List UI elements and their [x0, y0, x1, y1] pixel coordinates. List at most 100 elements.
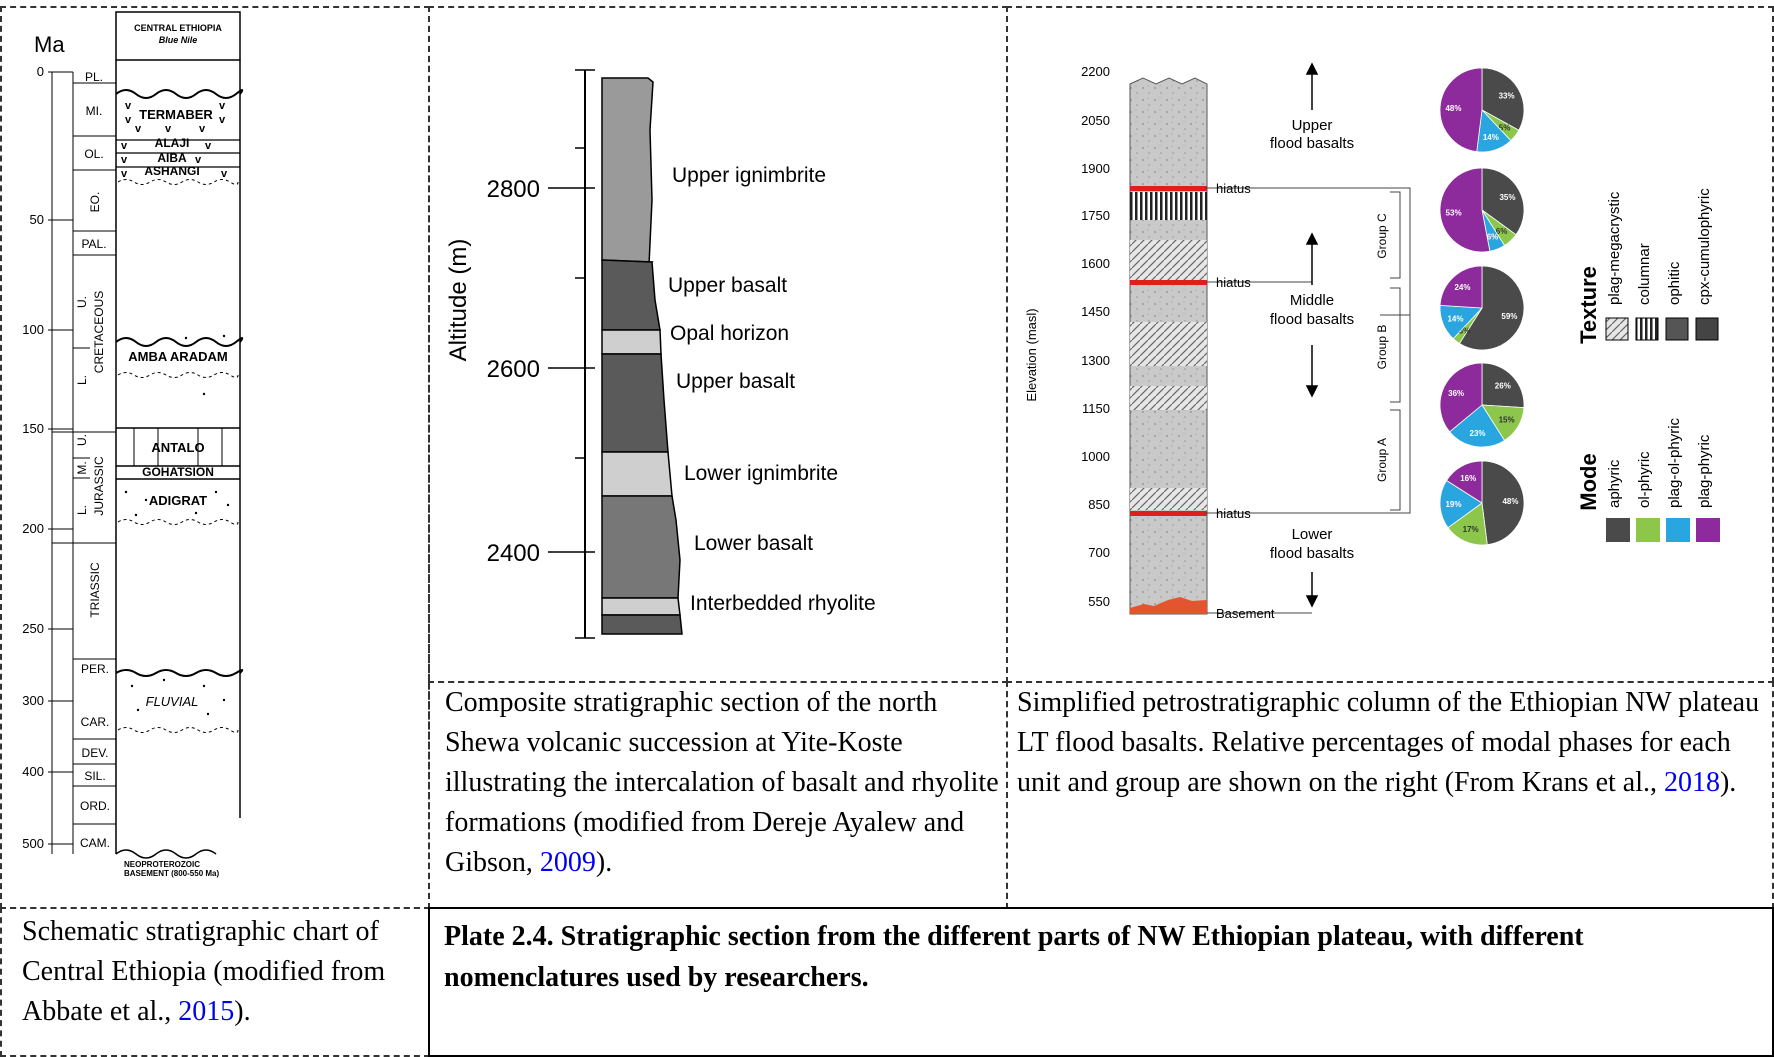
pie-slice: [1439, 362, 1483, 433]
tick-2400: 2400: [487, 540, 540, 567]
mode-pie-4: 26%15%23%36%: [1439, 362, 1525, 448]
svg-text:ALAJI: ALAJI: [155, 136, 190, 150]
svg-text:150: 150: [22, 421, 44, 436]
svg-text:GOHATSION: GOHATSION: [142, 465, 214, 479]
upper-basalts-label-2: flood basalts: [1270, 135, 1354, 152]
lower-basalts-label-2: flood basalts: [1270, 545, 1354, 562]
tick-2600: 2600: [487, 356, 540, 383]
svg-text:L.: L.: [75, 375, 89, 385]
svg-text:FLUVIAL: FLUVIAL: [146, 694, 199, 709]
pie-slice: [1481, 460, 1525, 546]
tick-2800: 2800: [487, 176, 540, 203]
svg-text:ol-phyric: ol-phyric: [1636, 451, 1653, 508]
svg-text:CAR.: CAR.: [81, 715, 110, 729]
pie-slice-label: 15%: [1499, 416, 1515, 425]
unit-upper-ignimbrite: Upper ignimbrite: [672, 164, 826, 187]
header-title: CENTRAL ETHIOPIA: [134, 23, 222, 33]
swatch-plag-phyric: [1696, 518, 1720, 542]
svg-text:2050: 2050: [1081, 113, 1110, 128]
swatch-columnar: [1635, 317, 1659, 341]
pie-slice-label: 19%: [1445, 500, 1461, 509]
svg-text:850: 850: [1088, 497, 1110, 512]
svg-text:1600: 1600: [1081, 256, 1110, 271]
swatch-cpx-cumulophyric: [1695, 317, 1719, 341]
svg-text:250: 250: [22, 621, 44, 636]
svg-text:aphyric: aphyric: [1606, 459, 1623, 508]
ma-label: Ma: [34, 32, 65, 57]
unit-lower-basalt: Lower basalt: [694, 532, 813, 555]
pie-slice: [1439, 67, 1483, 153]
svg-text:ADIGRAT: ADIGRAT: [149, 493, 207, 508]
pie-slice-label: 48%: [1445, 104, 1461, 113]
north-shewa-section: Altitude (m) 2800 2600 2400 Upper ignimb…: [445, 69, 876, 639]
swatch-ol-phyric: [1636, 518, 1660, 542]
caption-figure-3: Simplified petrostratigraphic column of …: [1017, 687, 1760, 798]
svg-text:DEV.: DEV.: [82, 746, 109, 760]
group-c-label: Group C: [1375, 213, 1389, 259]
period-labels: PL. MI. OL. EO. PAL. U. CRETACEOUS L. U.…: [75, 70, 110, 850]
texture-title: Texture: [1576, 266, 1601, 344]
pie-slice: [1481, 362, 1525, 409]
svg-text:200: 200: [22, 521, 44, 536]
svg-text:JURASSIC: JURASSIC: [92, 456, 106, 516]
svg-text:U.: U.: [75, 296, 89, 308]
svg-text:v: v: [125, 114, 132, 126]
mode-pie-2: 35%6%6%53%: [1439, 167, 1525, 253]
svg-text:1900: 1900: [1081, 161, 1110, 176]
pie-slice: [1481, 167, 1525, 236]
plate-title: Plate 2.4. Stratigraphic section from th…: [444, 921, 1584, 993]
svg-text:v: v: [165, 123, 172, 135]
layer-upper-ignimbrite: [601, 77, 654, 267]
svg-text:v: v: [199, 123, 206, 135]
citation-link-2009[interactable]: 2009: [539, 847, 596, 878]
pie-slice-label: 24%: [1454, 283, 1470, 292]
texture-legend: Texture plag-megacrystic columnar ophiti…: [1576, 188, 1719, 344]
svg-text:U.: U.: [75, 434, 89, 446]
svg-text:CAM.: CAM.: [80, 836, 110, 850]
layer-lower-ignimbrite: [601, 451, 673, 497]
layer-base: [601, 614, 683, 635]
svg-text:cpx-cumulophyric: cpx-cumulophyric: [1696, 188, 1713, 305]
mode-pie-5: 48%17%19%16%: [1439, 460, 1525, 546]
pie-slice-label: 36%: [1448, 389, 1464, 398]
svg-text:1750: 1750: [1081, 208, 1110, 223]
svg-text:300: 300: [22, 693, 44, 708]
svg-text:v: v: [205, 140, 212, 152]
svg-text:SIL.: SIL.: [84, 769, 105, 783]
unit-opal-horizon: Opal horizon: [670, 322, 789, 345]
layer-lower-basalt: [601, 495, 681, 599]
svg-text:ophitic: ophitic: [1666, 261, 1683, 305]
megacrystic-band-4: [1130, 488, 1207, 510]
svg-text:ANTALO: ANTALO: [151, 440, 204, 455]
svg-text:v: v: [121, 154, 128, 166]
svg-text:1150: 1150: [1082, 401, 1110, 416]
swatch-ophitic: [1665, 317, 1689, 341]
megacrystic-band-3: [1130, 386, 1207, 410]
megacrystic-band-2: [1130, 322, 1207, 366]
group-a-label: Group A: [1375, 438, 1389, 482]
middle-basalts-label-2: flood basalts: [1270, 311, 1354, 328]
mode-title: Mode: [1576, 453, 1601, 510]
basement-label: Basement: [1216, 606, 1275, 621]
pie-slice-label: 33%: [1499, 91, 1515, 100]
unit-upper-basalt-2: Upper basalt: [676, 370, 795, 393]
group-b-label: Group B: [1375, 325, 1389, 370]
citation-link-2018[interactable]: 2018: [1663, 767, 1720, 798]
svg-text:PL.: PL.: [85, 70, 103, 84]
pie-slice: [1449, 404, 1506, 448]
elevation-axis-label: Elevation (masl): [1024, 308, 1039, 401]
svg-text:TRIASSIC: TRIASSIC: [88, 562, 102, 618]
period-dividers: [52, 82, 116, 825]
citation-link-2015[interactable]: 2015: [178, 996, 235, 1027]
pie-slice-label: 17%: [1463, 525, 1479, 534]
svg-text:ORD.: ORD.: [80, 799, 110, 813]
pie-slice: [1458, 265, 1525, 351]
pie-slice-label: 6%: [1487, 233, 1499, 242]
hiatus-label-2: hiatus: [1216, 275, 1251, 290]
svg-text:OL.: OL.: [84, 147, 103, 161]
sand-dots: [124, 334, 230, 716]
svg-text:v: v: [125, 100, 132, 112]
svg-text:AIBA: AIBA: [157, 151, 187, 165]
